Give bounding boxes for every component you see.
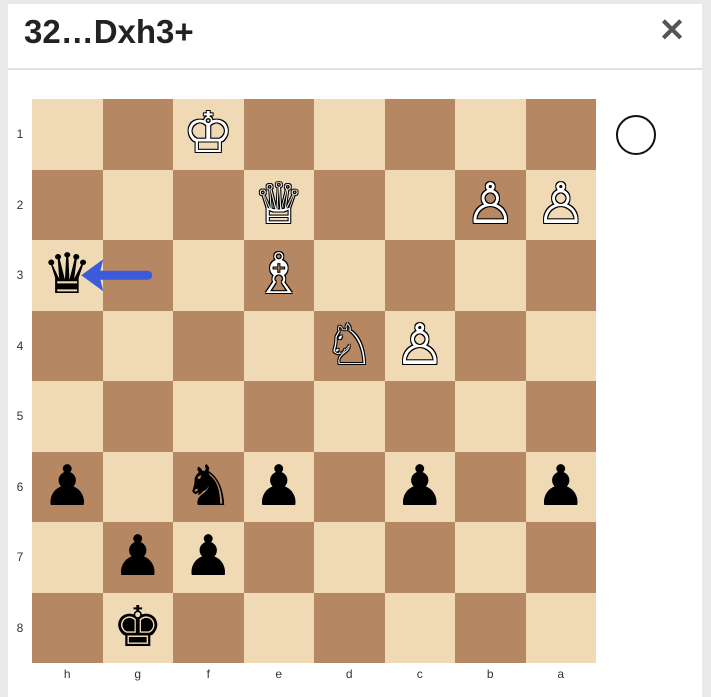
rank-label: 2 — [12, 198, 28, 212]
square-e8[interactable] — [244, 593, 315, 664]
rank-label: 5 — [12, 409, 28, 423]
black-queen-h3[interactable]: ♛ — [32, 240, 103, 311]
file-label: g — [103, 667, 174, 681]
square-a5[interactable] — [526, 381, 597, 452]
white-queen-e2[interactable]: ♕ — [244, 170, 315, 241]
square-b7[interactable] — [455, 522, 526, 593]
move-title: 32…Dxh3+ — [24, 10, 194, 54]
square-d7[interactable] — [314, 522, 385, 593]
square-b8[interactable] — [455, 593, 526, 664]
square-h1[interactable] — [32, 99, 103, 170]
file-label: h — [32, 667, 103, 681]
square-h2[interactable] — [32, 170, 103, 241]
square-c8[interactable] — [385, 593, 456, 664]
square-a8[interactable] — [526, 593, 597, 664]
square-c5[interactable] — [385, 381, 456, 452]
square-h7[interactable] — [32, 522, 103, 593]
black-pawn-c6[interactable]: ♟ — [385, 452, 456, 523]
black-pawn-a6[interactable]: ♟ — [526, 452, 597, 523]
square-b6[interactable] — [455, 452, 526, 523]
square-d8[interactable] — [314, 593, 385, 664]
square-f8[interactable] — [173, 593, 244, 664]
square-e7[interactable] — [244, 522, 315, 593]
rank-label: 7 — [12, 550, 28, 564]
black-pawn-g7[interactable]: ♟ — [103, 522, 174, 593]
rank-label: 1 — [12, 127, 28, 141]
close-icon[interactable]: ✕ — [654, 12, 690, 48]
square-c2[interactable] — [385, 170, 456, 241]
square-a3[interactable] — [526, 240, 597, 311]
square-b4[interactable] — [455, 311, 526, 382]
square-c3[interactable] — [385, 240, 456, 311]
white-bishop-e3[interactable]: ♗ — [244, 240, 315, 311]
black-pawn-h6[interactable]: ♟ — [32, 452, 103, 523]
file-label: a — [526, 667, 597, 681]
rank-label: 8 — [12, 621, 28, 635]
file-label: b — [455, 667, 526, 681]
square-h8[interactable] — [32, 593, 103, 664]
square-f4[interactable] — [173, 311, 244, 382]
square-g6[interactable] — [103, 452, 174, 523]
square-g2[interactable] — [103, 170, 174, 241]
square-c1[interactable] — [385, 99, 456, 170]
black-pawn-e6[interactable]: ♟ — [244, 452, 315, 523]
square-c7[interactable] — [385, 522, 456, 593]
rank-label: 4 — [12, 339, 28, 353]
file-label: f — [173, 667, 244, 681]
square-e1[interactable] — [244, 99, 315, 170]
rank-label: 3 — [12, 268, 28, 282]
rank-label: 6 — [12, 480, 28, 494]
black-pawn-f7[interactable]: ♟ — [173, 522, 244, 593]
square-a7[interactable] — [526, 522, 597, 593]
square-f3[interactable] — [173, 240, 244, 311]
file-label: c — [385, 667, 456, 681]
white-knight-d4[interactable]: ♘ — [314, 311, 385, 382]
chess-board[interactable]: ♔♕♙♙♛♗♘♙♟♞♟♟♟♟♟♚ — [32, 99, 596, 663]
square-g5[interactable] — [103, 381, 174, 452]
square-a1[interactable] — [526, 99, 597, 170]
file-label: e — [244, 667, 315, 681]
white-pawn-c4[interactable]: ♙ — [385, 311, 456, 382]
square-f5[interactable] — [173, 381, 244, 452]
square-b1[interactable] — [455, 99, 526, 170]
square-b5[interactable] — [455, 381, 526, 452]
square-g1[interactable] — [103, 99, 174, 170]
black-king-g8[interactable]: ♚ — [103, 593, 174, 664]
square-d5[interactable] — [314, 381, 385, 452]
square-a4[interactable] — [526, 311, 597, 382]
square-d6[interactable] — [314, 452, 385, 523]
square-d1[interactable] — [314, 99, 385, 170]
square-d3[interactable] — [314, 240, 385, 311]
square-h5[interactable] — [32, 381, 103, 452]
square-d2[interactable] — [314, 170, 385, 241]
square-f2[interactable] — [173, 170, 244, 241]
square-g3[interactable] — [103, 240, 174, 311]
square-e5[interactable] — [244, 381, 315, 452]
white-king-f1[interactable]: ♔ — [173, 99, 244, 170]
panel-header: 32…Dxh3+ ✕ — [8, 4, 702, 70]
black-knight-f6[interactable]: ♞ — [173, 452, 244, 523]
square-b3[interactable] — [455, 240, 526, 311]
square-e4[interactable] — [244, 311, 315, 382]
square-g4[interactable] — [103, 311, 174, 382]
side-to-move-indicator — [616, 115, 656, 155]
white-pawn-b2[interactable]: ♙ — [455, 170, 526, 241]
file-label: d — [314, 667, 385, 681]
square-h4[interactable] — [32, 311, 103, 382]
white-pawn-a2[interactable]: ♙ — [526, 170, 597, 241]
